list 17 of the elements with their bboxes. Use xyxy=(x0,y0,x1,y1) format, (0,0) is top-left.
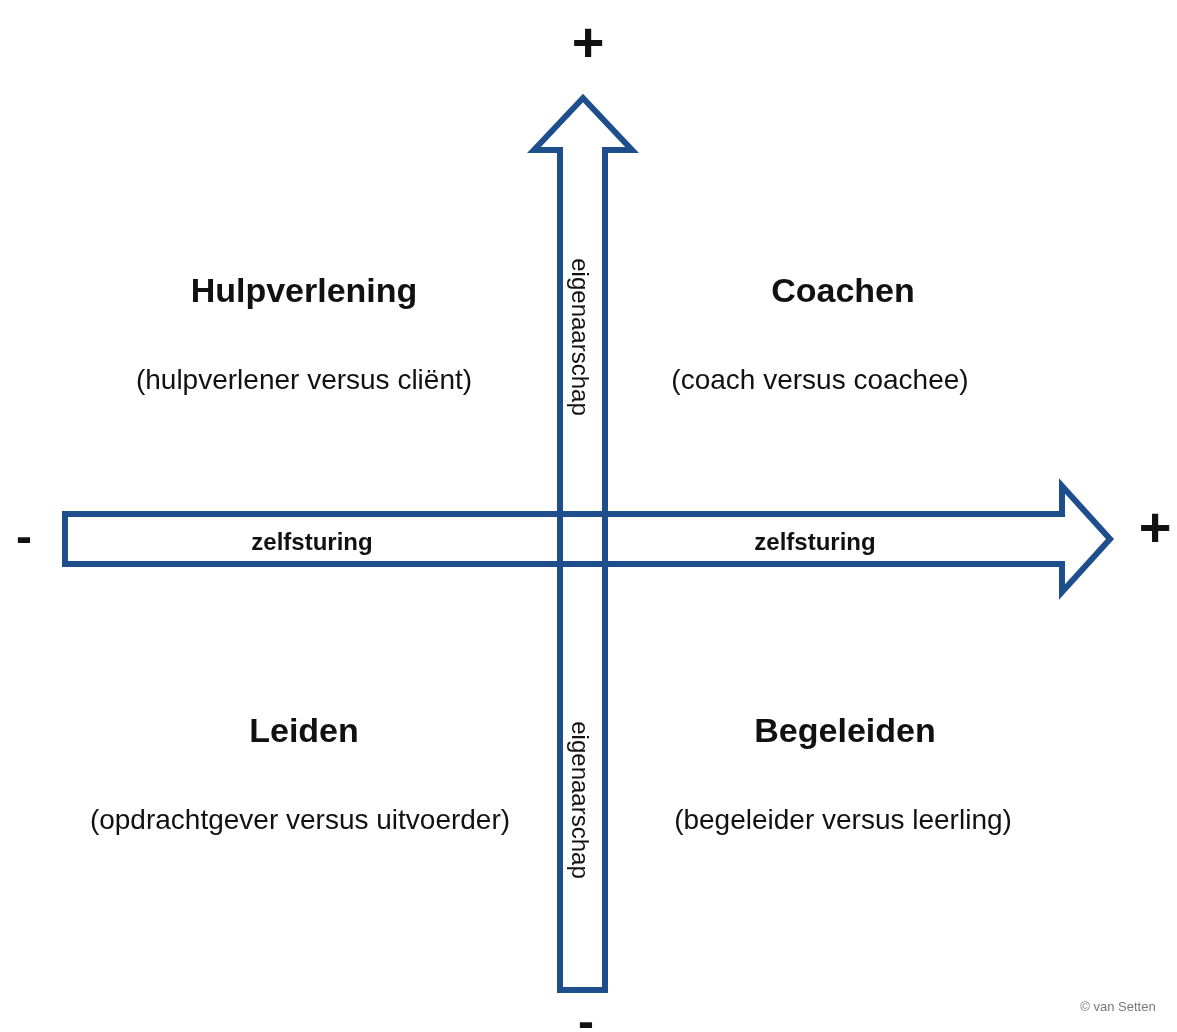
quadrant-title: Coachen xyxy=(771,273,915,307)
axis-label: eigenaarschap xyxy=(568,258,592,416)
quadrant-subtitle: (coach versus coachee) xyxy=(671,366,969,394)
plus-sign: + xyxy=(1138,499,1172,555)
axis-label: zelfsturing xyxy=(251,530,373,554)
quadrant-title: Leiden xyxy=(249,713,359,747)
axis-label: eigenaarschap xyxy=(568,721,592,879)
quadrant-title: Hulpverlening xyxy=(190,273,418,307)
quadrant-subtitle: (begeleider versus leerling) xyxy=(674,806,1012,834)
quadrant-subtitle: (opdrachtgever versus uitvoerder) xyxy=(89,806,511,834)
minus-sign: - xyxy=(578,998,594,1032)
copyright-note: © van Setten xyxy=(1080,999,1156,1013)
quadrant-title: Begeleiden xyxy=(754,713,936,747)
minus-sign: - xyxy=(16,513,32,561)
axis-label: zelfsturing xyxy=(754,530,876,554)
quadrant-subtitle: (hulpverlener versus cliënt) xyxy=(135,366,473,394)
plus-sign: + xyxy=(571,14,605,70)
